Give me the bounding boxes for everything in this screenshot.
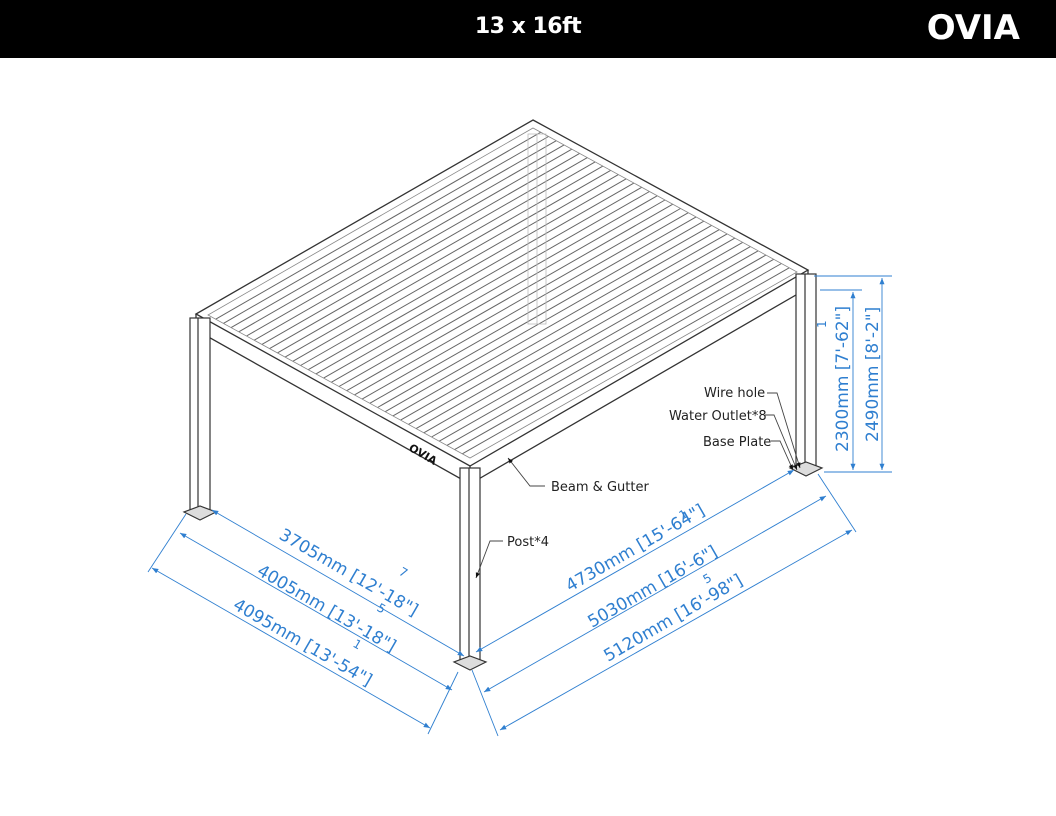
- dim-height-clear: 2300mm [7'-62"]: [833, 306, 853, 452]
- label-wire-hole: Wire hole: [704, 386, 765, 401]
- label-water-outlet: Water Outlet*8: [669, 409, 767, 424]
- brand-logo: OVIA: [926, 8, 1020, 48]
- width-dimension-lines: [147, 509, 465, 735]
- post-front: [452, 467, 488, 671]
- dim-width-outer-frac: 1: [351, 636, 365, 652]
- back-post-ghost: [527, 133, 547, 325]
- dim-width-mid-frac: 5: [375, 600, 389, 616]
- roof-brand-mark: OVIA: [407, 441, 440, 468]
- dim-height-total: 2490mm [8'-2"]: [863, 307, 883, 442]
- dim-height-clear-frac: 1: [815, 320, 829, 328]
- page-title: 13 x 16ft: [474, 14, 582, 39]
- roof-louvers: [215, 131, 790, 455]
- post-left: [182, 317, 218, 521]
- label-beam-gutter: Beam & Gutter: [551, 480, 649, 495]
- length-dimension-lines: [471, 469, 857, 737]
- dim-width-inner-frac: 7: [397, 564, 411, 580]
- height-dimension-lines: [814, 275, 892, 473]
- label-base-plate: Base Plate: [703, 435, 771, 450]
- header-bar: 13 x 16ft OVIA: [0, 0, 1056, 58]
- post-right: [788, 273, 824, 477]
- label-post: Post*4: [507, 535, 549, 550]
